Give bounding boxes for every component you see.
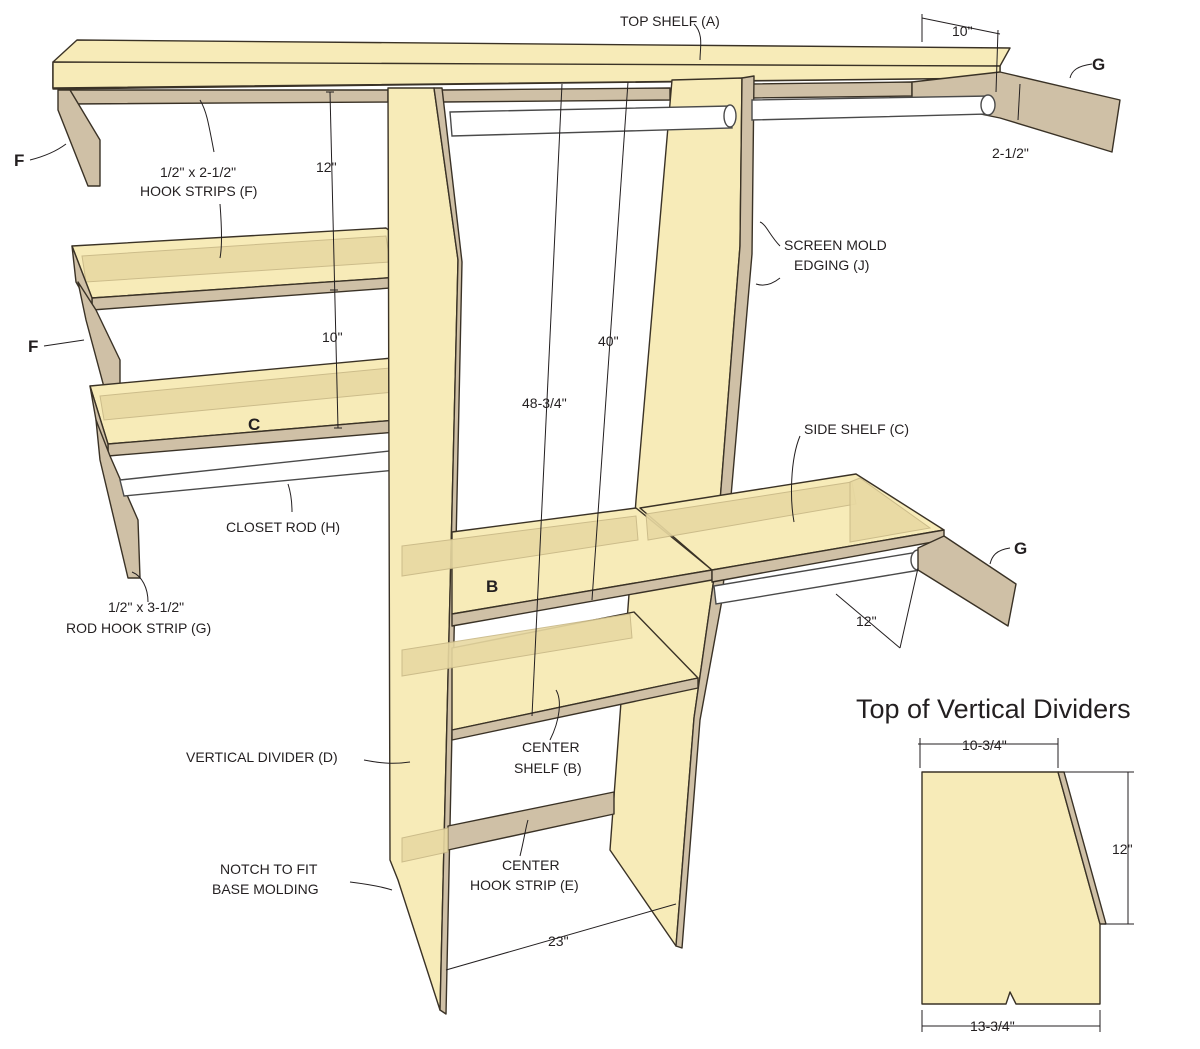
screen-mold-label-line2: EDGING (J)	[794, 257, 869, 273]
center-hook-label-line1: CENTER	[502, 857, 560, 873]
dim-2-5: 2-1/2"	[992, 145, 1029, 161]
center-hook-label-line2: HOOK STRIP (E)	[470, 877, 579, 893]
screen-mold-label-line1: SCREEN MOLD	[784, 237, 887, 253]
hook-strips-label-line1: 1/2" x 2-1/2"	[160, 164, 236, 180]
hook-strips-label-line2: HOOK STRIPS (F)	[140, 183, 257, 199]
closet-rod-label: CLOSET ROD (H)	[226, 519, 340, 535]
center-upper-rod	[449, 104, 737, 137]
leader-lines	[29, 23, 1093, 891]
dim-23: 23"	[548, 933, 569, 949]
letter-g-right: G	[1014, 539, 1027, 558]
center-shelf-label-line1: CENTER	[522, 739, 580, 755]
divider-top-inset: Top of Vertical Dividers 10-3/4" 12" 13-…	[856, 694, 1134, 1034]
lower-side-shelf-c	[89, 357, 446, 579]
dim-10-left: 10"	[322, 329, 343, 345]
top-shelf	[52, 39, 1011, 90]
dim-12-left: 12"	[316, 159, 337, 175]
dim-12-right: 12"	[856, 613, 877, 629]
top-hook-strip-f	[67, 81, 913, 105]
center-shelf-lower	[401, 611, 699, 741]
right-rod-hook-strip-lower	[917, 535, 1017, 627]
rod-hook-label-line2: ROD HOOK STRIP (G)	[66, 620, 211, 636]
dim-40: 40"	[598, 333, 619, 349]
right-side-shelf-c	[639, 473, 945, 583]
inset-height: 12"	[1112, 841, 1133, 857]
dimension-lines	[326, 14, 1021, 971]
letter-g-top: G	[1092, 55, 1105, 74]
inset-bottom-width: 13-3/4"	[970, 1018, 1015, 1034]
right-upper-rod	[751, 94, 996, 121]
letter-c: C	[248, 415, 260, 434]
notch-label-line1: NOTCH TO FIT	[220, 861, 318, 877]
center-hook-strip-e	[447, 791, 615, 851]
letter-b: B	[486, 577, 498, 596]
inset-title: Top of Vertical Dividers	[856, 694, 1131, 724]
dim-48-75: 48-3/4"	[522, 395, 567, 411]
dim-10-top: 10"	[952, 23, 973, 39]
letter-f-top: F	[14, 151, 24, 170]
left-end-hook-strip	[57, 89, 101, 187]
top-shelf-label: TOP SHELF (A)	[620, 13, 720, 29]
notch-label-line2: BASE MOLDING	[212, 881, 319, 897]
side-shelf-label: SIDE SHELF (C)	[804, 421, 909, 437]
letter-f-mid: F	[28, 337, 38, 356]
upper-side-shelf	[71, 227, 446, 403]
rod-hook-label-line1: 1/2" x 3-1/2"	[108, 599, 184, 615]
center-shelf-label-line2: SHELF (B)	[514, 760, 582, 776]
vertical-divider-label: VERTICAL DIVIDER (D)	[186, 749, 338, 765]
inset-top-width: 10-3/4"	[962, 737, 1007, 753]
